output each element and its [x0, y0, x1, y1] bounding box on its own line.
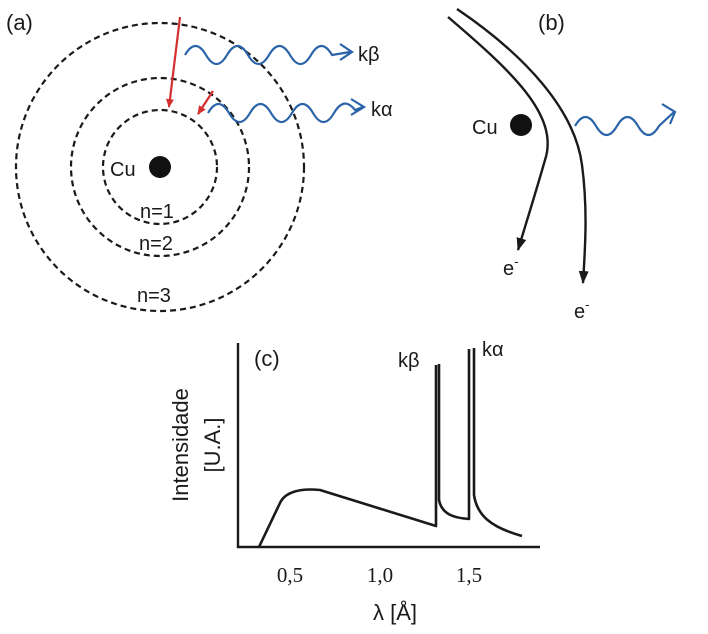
y-axis-label-line1: Intensidade [168, 388, 193, 502]
spectrum-curve [257, 348, 523, 548]
electron-path-outer [456, 8, 589, 284]
panel-b: (b) Cu e- e- [447, 8, 677, 323]
nucleus-dot-b [510, 114, 532, 136]
x-tick-1-5: 1,5 [456, 563, 482, 587]
electron-label-1: e- [503, 254, 518, 280]
panel-a: (a) Cu n=1 n=2 n=3 kβ kα [6, 10, 393, 313]
x-tick-1-0: 1,0 [367, 563, 393, 587]
peak-label-ka: kα [482, 339, 504, 361]
panel-c-label: (c) [254, 346, 280, 371]
transition-arrow-kb [166, 16, 182, 108]
bremsstrahlung-arrowhead [661, 103, 677, 125]
nucleus-label-a: Cu [110, 159, 136, 181]
shell-n3 [14, 21, 306, 313]
x-tick-0-5: 0,5 [277, 563, 303, 587]
photon-arrowhead-kb [339, 43, 354, 61]
shell-label-n1: n=1 [140, 201, 174, 223]
panel-b-label: (b) [538, 10, 565, 35]
photon-arrowhead-ka [350, 98, 367, 116]
nucleus-dot [149, 156, 171, 178]
peak-label-kb: kβ [398, 350, 420, 372]
electron-label-2: e- [574, 297, 589, 323]
emission-label-kb: kβ [358, 44, 380, 66]
photon-wave-kb [184, 44, 351, 66]
photon-wave-ka [207, 102, 364, 124]
transition-arrow-ka [197, 90, 214, 115]
shell-n2 [69, 76, 251, 258]
shell-label-n2: n=2 [139, 233, 173, 255]
shell-label-n3: n=3 [137, 285, 171, 307]
nucleus-label-b: Cu [472, 117, 498, 139]
y-axis-label-line2: [U.A.] [200, 417, 225, 472]
panel-a-label: (a) [6, 10, 33, 35]
electron-path-inner [447, 16, 549, 251]
panel-c: (c) 0,5 1,0 1,5 λ [Å] Intensidade [U.A.]… [168, 339, 540, 625]
x-axis-label: λ [Å] [373, 600, 417, 625]
bremsstrahlung-photon [574, 111, 675, 137]
emission-label-ka: kα [371, 99, 393, 121]
shell-n1 [101, 108, 219, 226]
